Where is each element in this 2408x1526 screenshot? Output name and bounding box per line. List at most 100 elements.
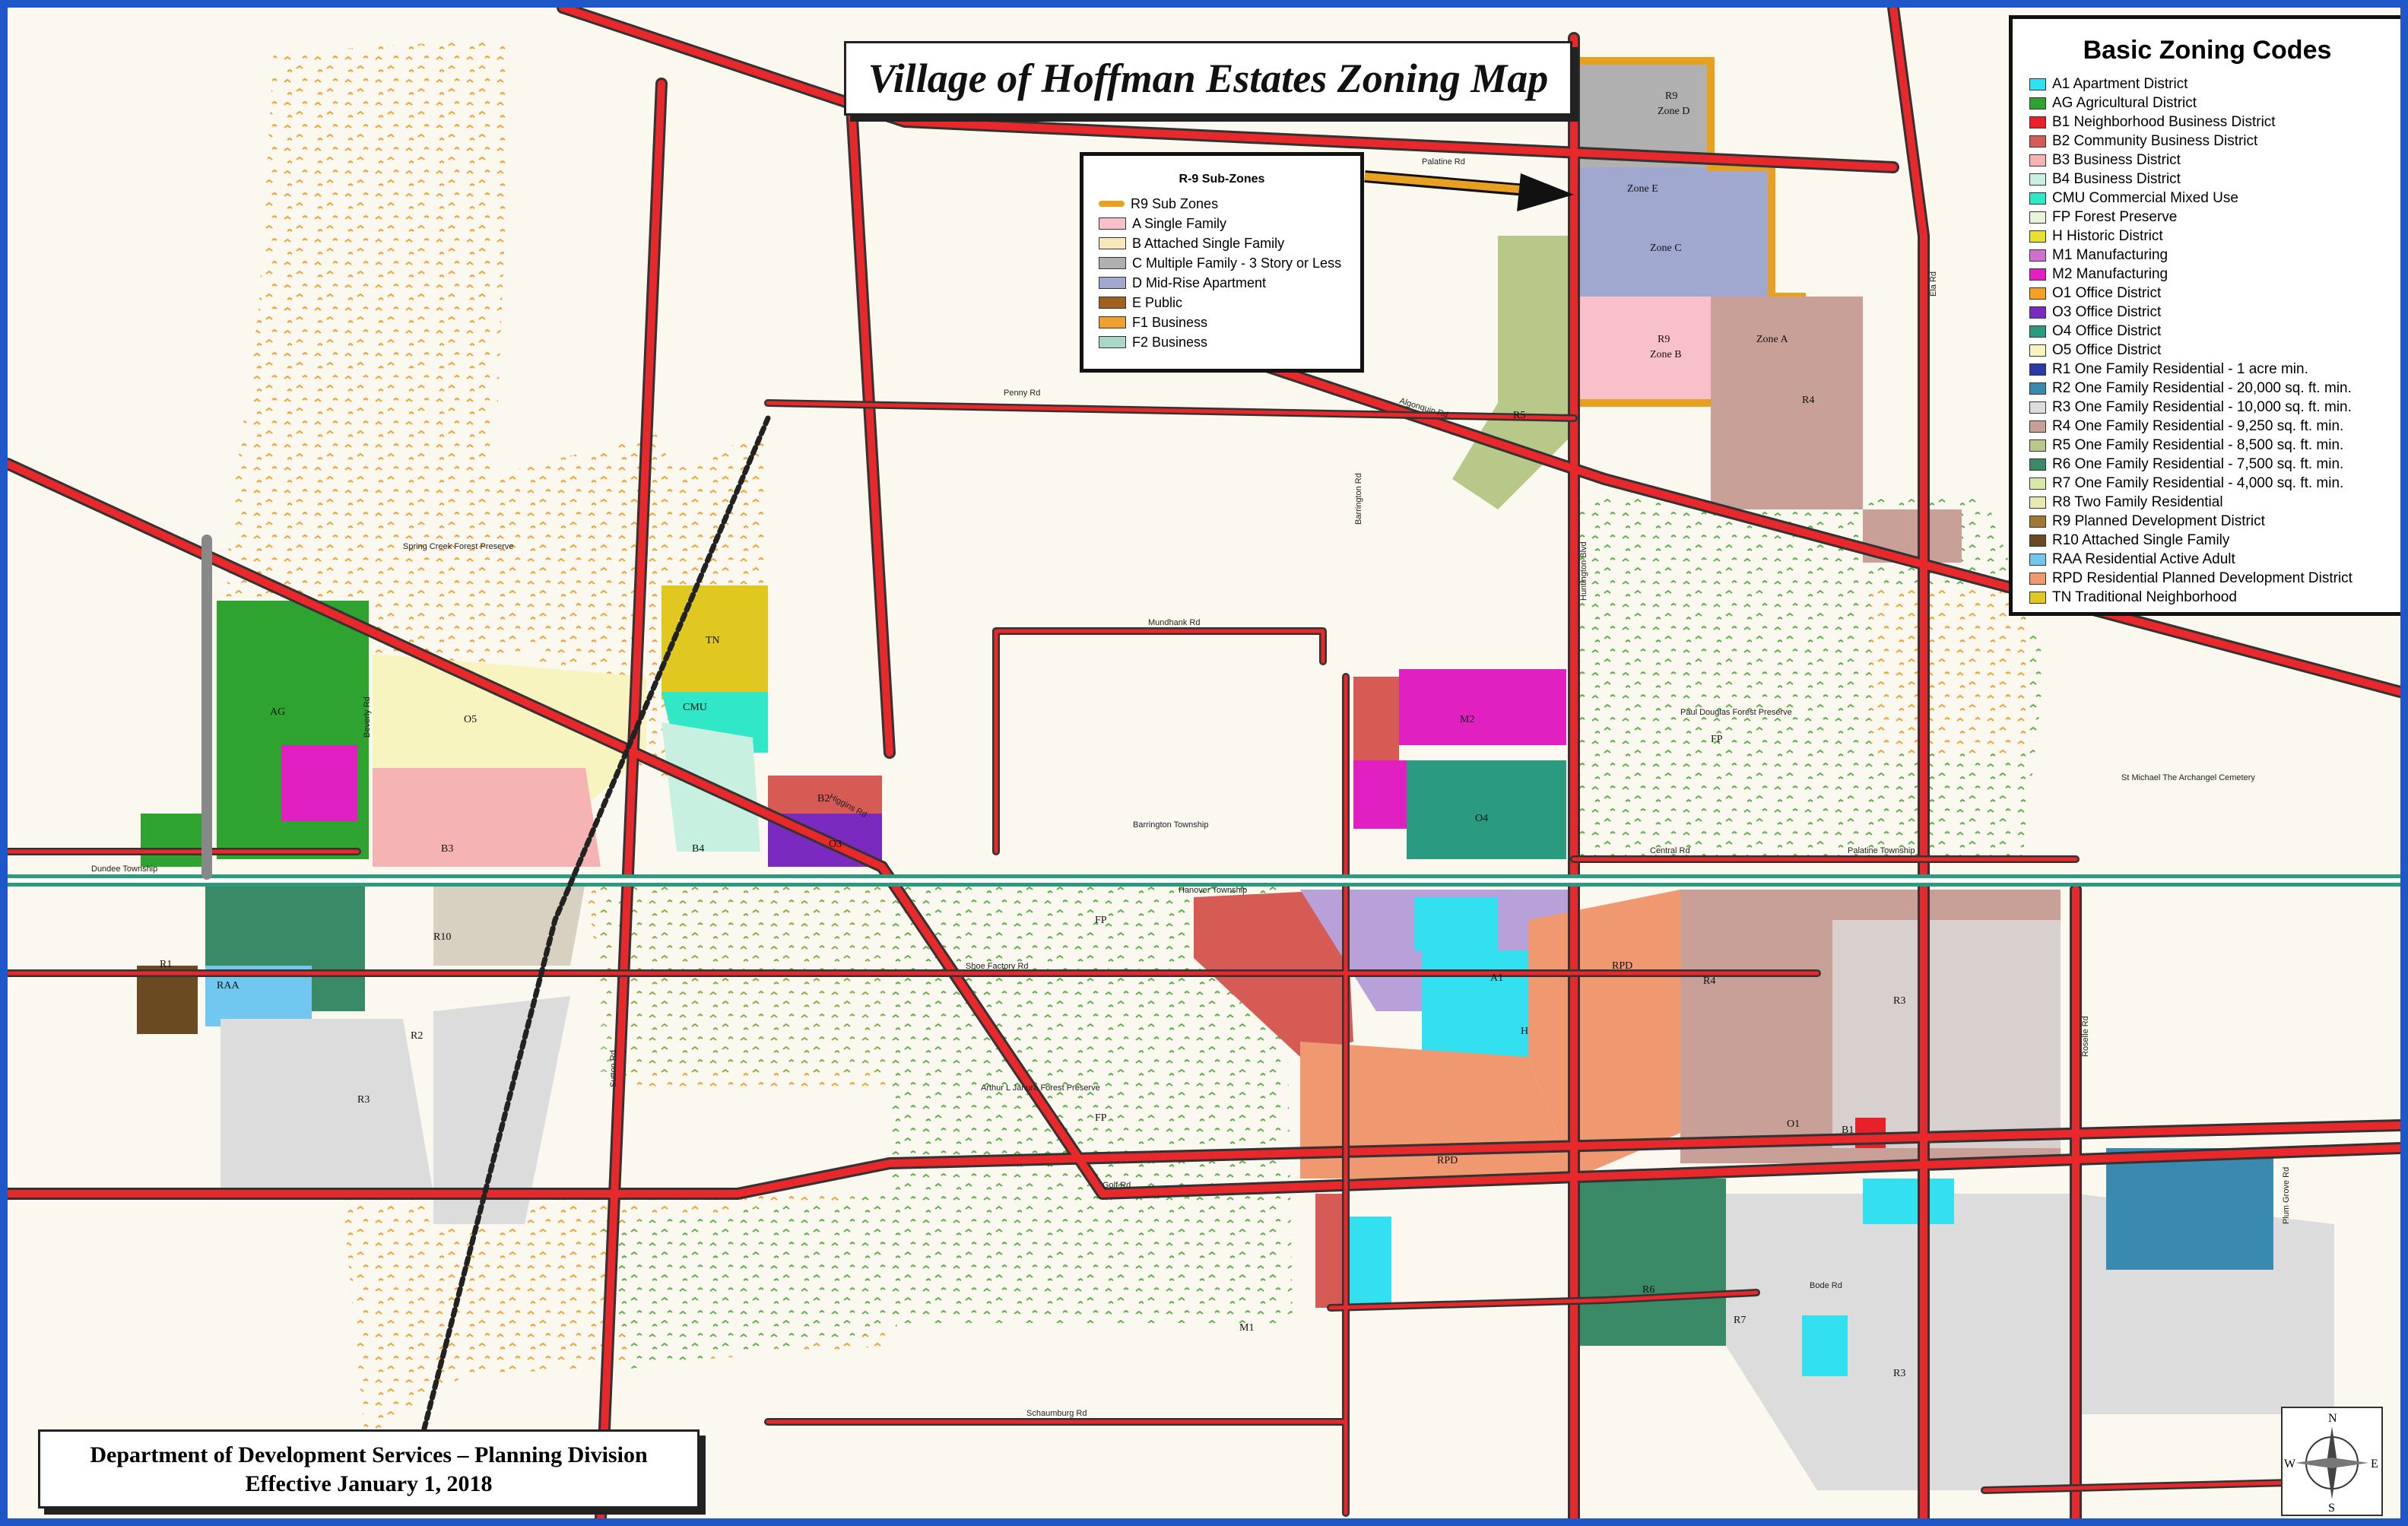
subzone-item: B Attached Single Family — [1099, 233, 1345, 253]
legend-swatch — [2029, 287, 2046, 300]
zone-label-r3-sw: R3 — [357, 1094, 370, 1106]
zone-tn[interactable] — [661, 585, 768, 700]
legend-item-label: R4 One Family Residential - 9,250 sq. ft… — [2052, 417, 2344, 434]
place-label-st-michael: St Michael The Archangel Cemetery — [2121, 773, 2255, 782]
place-label-barrington-twp: Barrington Township — [1133, 820, 1208, 830]
legend-swatch — [2029, 477, 2046, 490]
legend-swatch — [2029, 78, 2046, 90]
legend-swatch — [2029, 496, 2046, 509]
legend-swatch — [2029, 154, 2046, 167]
subzone-item-label: F2 Business — [1132, 334, 1208, 350]
zone-o4-central[interactable] — [1407, 760, 1566, 859]
road-label-sutton: Sutton Rd — [609, 1050, 618, 1087]
zone-r5-sw[interactable] — [433, 882, 585, 966]
footer-effective-date: Effective January 1, 2018 — [245, 1471, 493, 1496]
zone-b2-nw[interactable] — [768, 776, 882, 814]
place-label-arthur-janura: Arthur L Janura Forest Preserve — [981, 1083, 1100, 1093]
zone-label-r3-se: R3 — [1893, 1368, 1905, 1379]
zone-label-r9-b: R9 — [1658, 334, 1670, 345]
road-label-shoe-factory: Shoe Factory Rd — [966, 962, 1029, 971]
legend-swatch — [2029, 325, 2046, 338]
road-label-plum-grove: Plum Grove Rd — [2282, 1167, 2291, 1224]
compass-n: N — [2328, 1412, 2337, 1425]
zone-label-zone-c: Zone C — [1650, 243, 1682, 254]
forest-preserve-east — [1574, 494, 2045, 859]
legend-item-label: R8 Two Family Residential — [2052, 493, 2223, 510]
zone-r3-southeast[interactable] — [1726, 1194, 2076, 1490]
legend-item-raa: RAA Residential Active Adult — [2029, 550, 2385, 569]
legend-item-label: R1 One Family Residential - 1 acre min. — [2052, 360, 2308, 377]
compass-s: S — [2328, 1502, 2335, 1515]
zone-m2-nw[interactable] — [281, 745, 357, 821]
zone-r6-southeast[interactable] — [1574, 1179, 1726, 1346]
zone-label-rpd: RPD — [1437, 1155, 1458, 1166]
zone-a1-central2[interactable] — [1422, 950, 1543, 1057]
subzone-item: R9 Sub Zones — [1099, 194, 1345, 214]
road-label-central: Central Rd — [1650, 846, 1690, 855]
legend-item-label: AG Agricultural District — [2052, 94, 2197, 111]
zone-b2-south[interactable] — [1315, 1194, 1346, 1308]
subzone-swatch — [1099, 237, 1126, 249]
zoning-codes-legend: Basic Zoning Codes A1 Apartment District… — [2009, 15, 2400, 616]
zone-label-fp-east: FP — [1711, 734, 1723, 745]
legend-swatch — [2029, 534, 2046, 547]
legend-swatch — [2029, 344, 2046, 357]
zone-b3-nw[interactable] — [373, 768, 601, 867]
zone-r3-sw[interactable] — [220, 1019, 433, 1194]
zone-a1-central[interactable] — [1414, 897, 1498, 950]
legend-item-o1: O1 Office District — [2029, 284, 2385, 303]
legend-item-o4: O4 Office District — [2029, 322, 2385, 341]
legend-swatch — [2029, 173, 2046, 186]
zone-label-ag: AG — [270, 706, 285, 718]
legend-swatch — [2029, 401, 2046, 414]
legend-title: Basic Zoning Codes — [2083, 36, 2332, 65]
place-label-spring-creek: Spring Creek Forest Preserve — [403, 542, 514, 551]
legend-item-label: RPD Residential Planned Development Dist… — [2052, 569, 2352, 586]
zone-r2-se[interactable] — [2106, 1148, 2273, 1270]
legend-item-h: H Historic District — [2029, 227, 2385, 246]
zone-label-rpd-east: RPD — [1612, 960, 1632, 972]
zone-label-r10: R10 — [433, 931, 451, 943]
subzone-swatch — [1099, 316, 1126, 328]
zone-m2-central[interactable] — [1399, 669, 1566, 745]
legend-item-label: B3 Business District — [2052, 151, 2181, 168]
subzone-item: F2 Business — [1099, 332, 1345, 352]
zone-label-o3-nw: O3 — [829, 839, 842, 850]
legend-item-r10: R10 Attached Single Family — [2029, 531, 2385, 550]
compass-icon: N S W E — [2284, 1412, 2378, 1515]
zone-label-zone-a: Zone A — [1756, 334, 1788, 345]
legend-item-label: CMU Commercial Mixed Use — [2052, 189, 2238, 206]
subzone-swatch — [1099, 297, 1126, 309]
legend-item-label: TN Traditional Neighborhood — [2052, 589, 2237, 605]
zone-m2-central-west[interactable] — [1353, 760, 1407, 829]
zone-a1-se2[interactable] — [1802, 1315, 1848, 1376]
zone-r4-north[interactable] — [1711, 297, 1863, 509]
zone-r3-sw2[interactable] — [433, 996, 570, 1224]
subzone-item-label: E Public — [1132, 294, 1183, 310]
legend-item-r9: R9 Planned Development District — [2029, 512, 2385, 531]
zone-b2-central[interactable] — [1353, 677, 1399, 760]
subzone-swatch — [1099, 336, 1126, 348]
map-title-box: Village of Hoffman Estates Zoning Map — [844, 41, 1572, 116]
legend-item-tn: TN Traditional Neighborhood — [2029, 588, 2385, 607]
legend-item-label: FP Forest Preserve — [2052, 208, 2178, 225]
zoning-map[interactable]: Palatine Rd Penny Rd Algonquin Rd Higgin… — [8, 8, 2400, 1518]
place-label-palatine-twp: Palatine Township — [1848, 846, 1915, 855]
zone-rpd-east[interactable] — [1528, 890, 1680, 1179]
legend-item-label: R2 One Family Residential - 20,000 sq. f… — [2052, 379, 2352, 396]
zone-label-r4: R4 — [1703, 976, 1715, 987]
zone-r3-east[interactable] — [1832, 920, 2061, 1148]
zone-ag[interactable] — [141, 601, 369, 867]
subzone-item-label: D Mid-Rise Apartment — [1132, 274, 1267, 290]
road-label-penny: Penny Rd — [1004, 389, 1040, 398]
zone-a1-south[interactable] — [1346, 1217, 1391, 1308]
zone-a1-se[interactable] — [1863, 1179, 1954, 1224]
zone-label-zone-b: Zone B — [1650, 349, 1682, 360]
road-label-huntington: Huntington Blvd — [1579, 541, 1588, 601]
road-label-bode: Bode Rd — [1810, 1281, 1842, 1290]
legend-swatch — [2029, 382, 2046, 395]
legend-item-b4: B4 Business District — [2029, 170, 2385, 189]
forest-preserve-south — [342, 882, 1293, 1437]
legend-item-o3: O3 Office District — [2029, 303, 2385, 322]
